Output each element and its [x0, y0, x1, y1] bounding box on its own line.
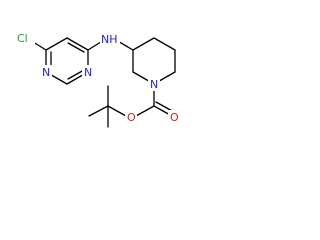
bond-ccarb-oester: [135, 105, 155, 117]
bond-c3-c4p: [132, 37, 155, 51]
label-bg-n-pip: [148, 77, 160, 91]
atom-nh-label: NH: [101, 33, 118, 46]
label-bg-nh: [100, 32, 120, 46]
label-bg-n-ring1: [40, 65, 52, 79]
label-bg-o-ester: [125, 110, 137, 124]
bond-c4p-c5p: [153, 37, 176, 51]
atom-cl-label: Cl: [17, 32, 28, 45]
atom-o-carbonyl-label: O: [170, 111, 179, 124]
atom-npip-label: N: [150, 78, 158, 91]
label-bg-n-ring2: [82, 65, 94, 79]
atom-n3-label: N: [84, 66, 92, 79]
bond-oester-cq: [107, 105, 127, 117]
label-bg-cl: [15, 30, 35, 45]
bond-c5-c4: [66, 37, 89, 51]
structure-canvas: Cl N N NH N O O: [0, 0, 202, 148]
bond-cq-me-left: [88, 105, 109, 117]
atom-n1-label: N: [42, 66, 50, 79]
molecule-structure: Cl N N NH N O O: [15, 30, 180, 128]
bond-n3-c2-double: [67, 69, 85, 80]
atom-o-ester-label: O: [127, 111, 136, 124]
bond-c6-c5: [45, 37, 68, 51]
label-bg-o-carbonyl: [168, 110, 180, 124]
bond-c5-c4-double: [67, 42, 85, 53]
